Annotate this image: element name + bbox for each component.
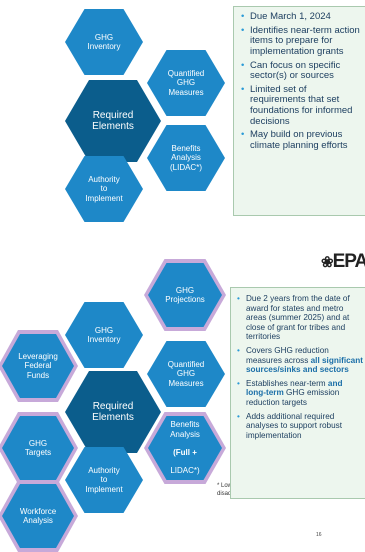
epa-logo: ❀EPA <box>321 251 365 272</box>
hex-quantified-ghg-measures: Quantified GHG Measures <box>147 341 225 407</box>
bullet-text: Establishes near-term <box>246 378 328 388</box>
bullet-emphasis: and long-term <box>246 378 343 398</box>
benefits-lidac-label: LIDAC*) <box>170 466 200 476</box>
list-item: May build on previous climate planning e… <box>241 129 362 151</box>
top-bullet-panel: Due March 1, 2024 Identifies near-term a… <box>233 6 365 216</box>
hex-authority-to-implement: Authority to Implement <box>65 156 143 222</box>
bullet-emphasis: all significant sources/sinks and sector… <box>246 355 363 375</box>
hex-ghg-inventory: GHG Inventory <box>65 302 143 368</box>
list-item: Limited set of requirements that set fou… <box>241 84 362 128</box>
list-item: Establishes near-term and long-term GHG … <box>237 379 363 408</box>
benefits-full-label: (Full + <box>173 448 197 457</box>
bottom-bullet-panel: Due 2 years from the date of award for s… <box>230 287 365 499</box>
bullet-text: Covers GHG reduction measures across <box>246 345 329 365</box>
benefits-label: Benefits Analysis <box>170 420 200 439</box>
hex-ghg-inventory: GHG Inventory <box>65 9 143 75</box>
page-number: 16 <box>316 532 322 538</box>
bullet-text: GHG emission reduction targets <box>246 388 340 407</box>
hex-authority-to-implement: Authority to Implement <box>65 447 143 513</box>
hex-required-elements: Required Elements <box>65 80 161 162</box>
hex-benefits-analysis: Benefits Analysis (LIDAC*) <box>147 125 225 191</box>
epa-seal-icon: ❀ <box>321 254 334 271</box>
list-item: Can focus on specific sector(s) or sourc… <box>241 60 362 82</box>
list-item: Due 2 years from the date of award for s… <box>237 294 363 342</box>
top-bullet-list: Due March 1, 2024 Identifies near-term a… <box>241 11 362 152</box>
hex-quantified-ghg-measures: Quantified GHG Measures <box>147 50 225 116</box>
bottom-bullet-list: Due 2 years from the date of award for s… <box>237 294 363 440</box>
list-item: Identifies near-term action items to pre… <box>241 25 362 58</box>
list-item: Due March 1, 2024 <box>241 11 362 23</box>
hex-required-elements: Required Elements <box>65 371 161 453</box>
list-item: Covers GHG reduction measures across all… <box>237 346 363 375</box>
list-item: Adds additional required analyses to sup… <box>237 412 363 441</box>
